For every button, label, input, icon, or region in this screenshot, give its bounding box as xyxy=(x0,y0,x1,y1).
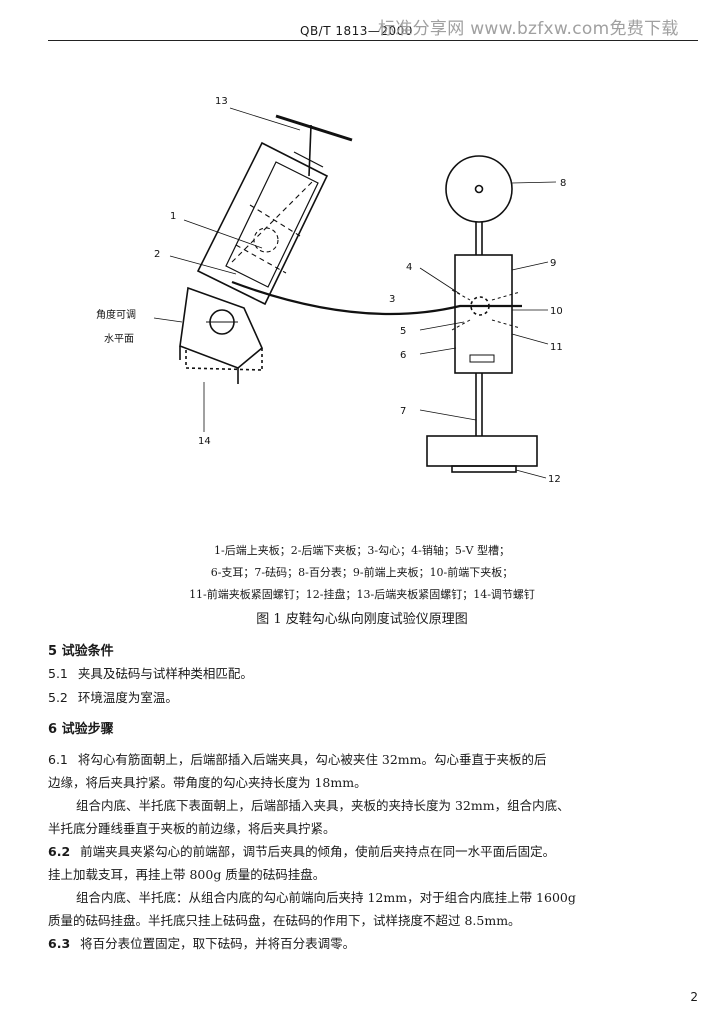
rear-clamp-inner xyxy=(225,161,319,288)
clause-6-1b-line-1: 组合内底、半托底下表面朝上，后端部插入夹具，夹板的夹持长度为 32mm，组合内底… xyxy=(76,798,570,813)
dial-indicator-hub xyxy=(474,184,484,194)
label-6: 6 xyxy=(400,350,406,361)
clause-6-2-line-2: 挂上加载支耳，再挂上带 800g 质量的砝码挂盘。 xyxy=(48,867,326,882)
clause-5-1: 5.1 夹具及砝码与试样种类相匹配。 xyxy=(48,662,678,685)
figure-legend-line-1: 1-后端上夹板；2-后端下夹板；3-勾心；4-销轴；5-V 型槽； xyxy=(213,544,510,557)
label-4: 4 xyxy=(406,262,412,273)
label-9: 9 xyxy=(550,258,556,269)
rear-clamp-frame xyxy=(196,141,329,306)
dial-indicator-stem xyxy=(475,222,483,255)
hanger-plate xyxy=(451,465,517,473)
front-clamp-pin xyxy=(470,296,490,316)
rear-screw-handle xyxy=(275,114,353,142)
label-11: 11 xyxy=(550,342,563,353)
label-1: 1 xyxy=(170,211,176,222)
clause-text: 前端夹具夹紧勾心的前端部，调节后夹具的倾角，使前后夹持点在同一水平面后固定。 xyxy=(80,844,556,859)
label-7: 7 xyxy=(400,406,406,417)
label-12: 12 xyxy=(548,474,561,485)
section-6-heading: 6 试验步骤 xyxy=(48,722,114,737)
clause-6-1-line-2: 边缘，将后夹具拧紧。带角度的勾心夹持长度为 18mm。 xyxy=(48,775,367,790)
label-3: 3 xyxy=(389,294,395,305)
clause-6-1b-line-2: 半托底分踵线垂直于夹板的前边缘，将后夹具拧紧。 xyxy=(48,821,336,836)
figure-legend-line-2: 6-支耳；7-砝码；8-百分表；9-前端上夹板；10-前端下夹板； xyxy=(210,566,514,579)
rear-base-block xyxy=(179,286,263,369)
clause-number: 6.3 xyxy=(48,936,71,951)
shoe-shank xyxy=(231,280,522,316)
front-clamp-body xyxy=(454,254,513,374)
figure-title: 图 1 皮鞋勾心纵向刚度试验仪原理图 xyxy=(256,612,468,627)
clause-6-2-line-1: 6.2 前端夹具夹紧勾心的前端部，调节后夹具的倾角，使前后夹持点在同一水平面后固定… xyxy=(48,840,678,863)
label-2: 2 xyxy=(154,249,160,260)
rear-clamp-dashed xyxy=(231,179,315,274)
label-5: 5 xyxy=(400,326,406,337)
rear-screw-stem xyxy=(308,124,312,177)
header-rule xyxy=(48,40,698,41)
clause-number: 5.1 xyxy=(48,666,68,681)
apparatus-diagram: 13 1 2 角度可调 水平面 14 3 4 5 6 7 8 9 10 11 1… xyxy=(96,96,566,485)
weight-block xyxy=(426,435,538,467)
clause-number: 5.2 xyxy=(48,690,68,705)
watermark-text: 标准分享网 www.bzfxw.com免费下载 xyxy=(378,19,679,39)
clause-text: 将百分表位置固定，取下砝码，并将百分表调零。 xyxy=(80,936,356,951)
clause-6-2b-line-2: 质量的砝码挂盘。半托底只挂上砝码盘，在砝码的作用下，试样挠度不超过 8.5mm。 xyxy=(48,913,521,928)
rear-base-support xyxy=(185,348,263,371)
label-horizontal-plane: 水平面 xyxy=(104,333,134,345)
label-angle-adjustable: 角度可调 xyxy=(96,308,136,321)
clause-text: 将勾心有筋面朝上，后端部插入后端夹具，勾心被夹住 32mm。勾心垂直于夹板的后 xyxy=(77,752,547,767)
clause-5-2: 5.2 环境温度为室温。 xyxy=(48,686,678,709)
weight-rod xyxy=(475,373,483,436)
rear-clamp-pivot-dashed xyxy=(253,227,279,253)
clause-text: 环境温度为室温。 xyxy=(77,690,178,705)
section-5-heading: 5 试验条件 xyxy=(48,644,114,659)
figure-legend-line-3: 11-前端夹板紧固螺钉；12-挂盘；13-后端夹板紧固螺钉；14-调节螺钉 xyxy=(189,588,535,601)
clause-6-3: 6.3 将百分表位置固定，取下砝码，并将百分表调零。 xyxy=(48,932,678,955)
label-13: 13 xyxy=(215,96,228,107)
standard-code: QB/T 1813—2000 xyxy=(300,24,413,38)
clause-text: 夹具及砝码与试样种类相匹配。 xyxy=(77,666,253,681)
clause-6-2b-line-1: 组合内底、半托底：从组合内底的勾心前端向后夹持 12mm，对于组合内底挂上带 1… xyxy=(76,890,576,905)
dial-indicator-face xyxy=(445,155,513,223)
label-14: 14 xyxy=(198,436,211,447)
page-number: 2 xyxy=(690,990,698,1004)
label-10: 10 xyxy=(550,306,563,317)
label-8: 8 xyxy=(560,178,566,189)
clause-6-1-line-1: 6.1 将勾心有筋面朝上，后端部插入后端夹具，勾心被夹住 32mm。勾心垂直于夹板… xyxy=(48,748,678,771)
clause-number: 6.2 xyxy=(48,844,71,859)
clause-number: 6.1 xyxy=(48,752,68,767)
